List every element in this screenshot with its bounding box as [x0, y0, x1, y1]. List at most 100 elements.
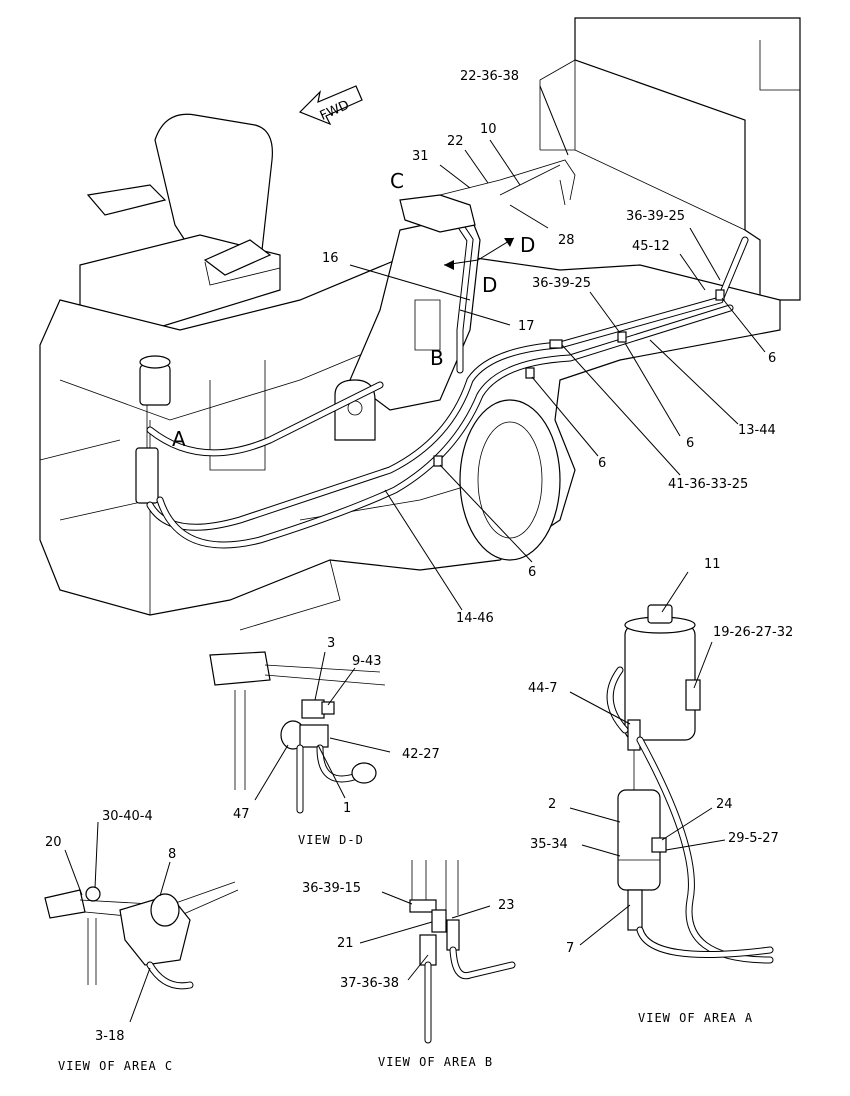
c-pivot-8: [150, 893, 180, 927]
callout-31: 31: [412, 149, 429, 164]
filter-head-main: [139, 364, 171, 406]
seat-edge: [204, 261, 281, 286]
dd-linkage: [209, 651, 271, 686]
dd-fitting-3: [301, 699, 325, 719]
dd-leader-1: [317, 744, 346, 799]
callout-7: 7: [566, 941, 574, 956]
a-leader-24: [661, 807, 713, 841]
callout-44-7: 44-7: [528, 681, 558, 696]
tee-fitting: [549, 339, 563, 349]
c-leader-20: [64, 849, 83, 896]
a-fitting-44: [627, 719, 641, 751]
c-leader-8: [159, 861, 171, 897]
callout-37-36-38: 37-36-38: [340, 976, 399, 991]
clamp-6-b: [617, 331, 627, 343]
callout-29-5-27: 29-5-27: [728, 831, 779, 846]
armrest-right: [203, 239, 272, 276]
rear-bracket: [539, 59, 576, 151]
b-leader-23: [451, 905, 491, 919]
a-leader-7: [579, 904, 631, 946]
filter-cap-main: [139, 355, 171, 369]
clamp-6-a: [715, 289, 725, 301]
b-tube-2: [445, 860, 459, 915]
linkage-rod: [439, 159, 576, 201]
filter-bowl-main: [135, 447, 159, 504]
c-hose-inner: [147, 962, 193, 989]
hose-riser-inner: [457, 222, 473, 373]
c-post: [87, 918, 97, 985]
ring-bracket-inner: [477, 421, 543, 539]
b-leader-37: [407, 954, 429, 981]
a-leader-11: [661, 571, 689, 613]
callout-20: 20: [45, 835, 62, 850]
view-titles: VIEW D-D VIEW OF AREA C VIEW OF AREA B V…: [58, 833, 753, 1073]
b-leader-36: [381, 891, 413, 905]
a-hose-loop-inner: [607, 667, 628, 733]
area-letter-b: B: [430, 346, 444, 370]
dd-post: [234, 690, 246, 790]
main-assembly: FWD: [39, 17, 801, 631]
dd-leader-42-27: [329, 737, 391, 753]
callout-22: 22: [447, 134, 464, 149]
area-letter-a: A: [172, 427, 186, 451]
callout-2: 2: [548, 797, 556, 812]
hose-main-3-inner: [147, 382, 383, 456]
callout-36-39-25-lower: 36-39-25: [532, 276, 591, 291]
callout-47: 47: [233, 807, 250, 822]
callout-13-44: 13-44: [738, 423, 776, 438]
callout-36-39-15: 36-39-15: [302, 881, 361, 896]
dd-rods: [264, 664, 386, 686]
callout-17: 17: [518, 319, 535, 334]
callout-21: 21: [337, 936, 354, 951]
a-fitting-24: [651, 837, 667, 853]
dd-leader-9-43: [327, 667, 356, 706]
frame-line-5: [239, 559, 341, 631]
b-leader-21: [359, 921, 433, 944]
b-fitting-23: [446, 919, 460, 951]
view-title-area-a: VIEW OF AREA A: [638, 1011, 753, 1025]
fwd-arrow: FWD: [298, 85, 363, 126]
callout-3-dd: 3: [327, 636, 335, 651]
rear-housing-detail: [759, 40, 800, 91]
callout-30-40-4: 30-40-4: [102, 809, 153, 824]
callout-10: 10: [480, 122, 497, 137]
view-area-b: [359, 860, 516, 1044]
view-area-c: [44, 821, 239, 1023]
callout-45-12: 45-12: [632, 239, 670, 254]
callout-16: 16: [322, 251, 339, 266]
c-leader-3-18: [129, 967, 151, 1023]
callout-42-27: 42-27: [402, 747, 440, 762]
callout-8: 8: [168, 847, 176, 862]
a-leader-29: [665, 839, 726, 851]
callout-1: 1: [343, 801, 351, 816]
area-letters: A B C D D: [172, 169, 535, 451]
area-letter-d-upper: D: [520, 233, 535, 257]
b-hose-2-inner: [450, 947, 515, 979]
a-leader-2: [569, 807, 621, 823]
view-title-area-b: VIEW OF AREA B: [378, 1055, 493, 1069]
b-clamp-36: [409, 899, 437, 913]
linkage-rod-end: [559, 179, 566, 206]
callout-19-26-27-32: 19-26-27-32: [713, 625, 793, 640]
console-panel: [414, 299, 441, 351]
a-filter-11-cap: [647, 604, 673, 624]
callout-41-36-33-25: 41-36-33-25: [668, 477, 748, 492]
callout-36-39-25-upper: 36-39-25: [626, 209, 685, 224]
callout-6-bottom: 6: [528, 565, 536, 580]
linkage-rod-2: [499, 164, 561, 196]
callout-35-34: 35-34: [530, 837, 568, 852]
a-fitting-7: [627, 889, 643, 931]
callout-24: 24: [716, 797, 733, 812]
area-letter-d-lower: D: [482, 273, 497, 297]
callout-6-mid: 6: [686, 436, 694, 451]
a-clamp-19: [685, 679, 701, 711]
arrow-d-upper-head: [504, 238, 514, 247]
area-letter-c: C: [390, 169, 404, 193]
frame-line-1: [59, 329, 421, 421]
rear-housing: [574, 17, 801, 301]
view-area-a: [569, 571, 774, 964]
dd-leader-47: [254, 744, 289, 801]
a-hose-2-inner: [637, 927, 773, 957]
c-bolt-30: [85, 886, 101, 902]
